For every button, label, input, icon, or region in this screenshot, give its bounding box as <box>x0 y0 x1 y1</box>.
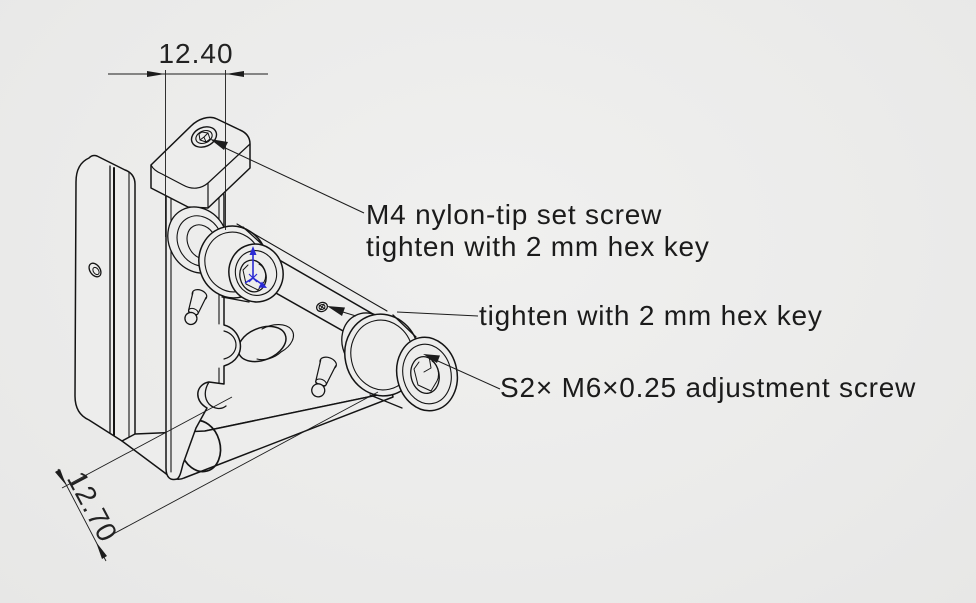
callout-adjustment-screw: S2× M6×0.25 adjustment screw <box>500 372 917 403</box>
lower-knob-socket <box>410 355 440 394</box>
front-plate-notch <box>223 330 237 360</box>
top-set-screw <box>190 126 218 148</box>
callout-set-screw-line2: tighten with 2 mm hex key <box>366 231 710 262</box>
leader-adjustment-screw <box>423 354 501 390</box>
callout-set-screw: M4 nylon-tip set screw tighten with 2 mm… <box>366 199 710 263</box>
dim-arrow-bottom <box>96 542 107 559</box>
lower-adjustment-knob <box>344 313 459 412</box>
ball-plunger-lower <box>311 356 337 398</box>
dim-arrow-top <box>55 469 66 485</box>
dim-arrow-left <box>147 71 165 77</box>
front-plate-foot <box>204 381 227 410</box>
origin-triad-icon <box>244 246 267 288</box>
rail-set-screw <box>316 301 328 313</box>
dimension-top-width <box>108 70 268 237</box>
callout-set-screw-line1: M4 nylon-tip set screw <box>366 199 663 230</box>
ball-plunger-upper <box>184 289 208 326</box>
leader-set-screw <box>210 139 365 214</box>
back-plate-hole <box>88 262 102 278</box>
callout-hex-key: tighten with 2 mm hex key <box>479 300 823 331</box>
dimension-value-top: 12.40 <box>158 38 234 69</box>
leader-hex-key <box>327 306 479 317</box>
dimension-side-depth <box>55 391 379 562</box>
dim-arrow-right <box>226 71 244 77</box>
back-plate <box>74 154 136 444</box>
